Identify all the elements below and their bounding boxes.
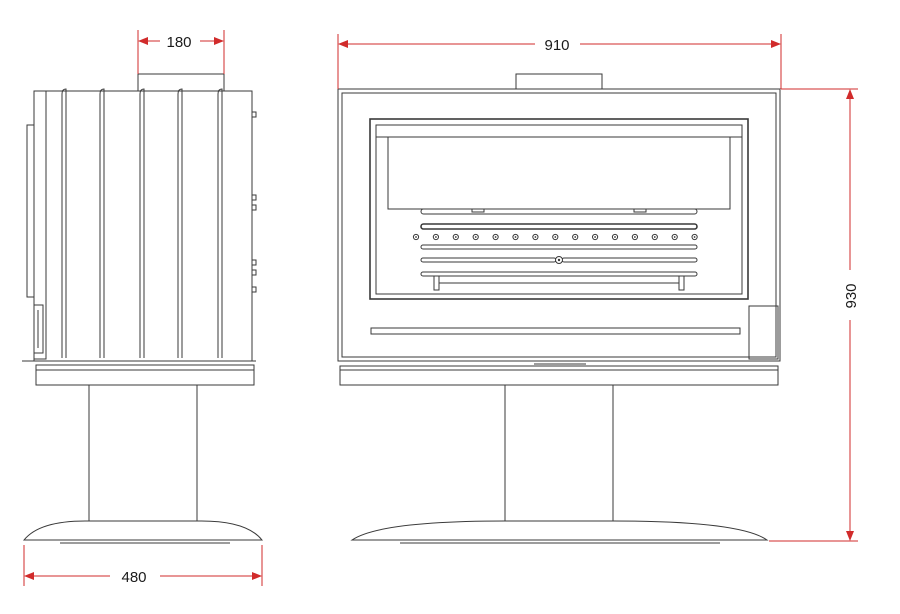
air-hole-center — [574, 236, 577, 238]
front-control-box — [748, 305, 779, 360]
side-door-glass-edge — [26, 124, 35, 298]
front-flue-collar — [515, 73, 603, 91]
front-view — [337, 73, 781, 544]
side-pedestal-foot — [22, 520, 264, 541]
side-door-handle — [33, 304, 44, 354]
air-hole-center — [435, 236, 437, 238]
air-hole-center — [474, 236, 477, 238]
front-base-plate — [339, 365, 779, 386]
side-base-plate — [35, 364, 255, 386]
air-hole-center — [494, 236, 497, 238]
side-rear-bolts — [251, 111, 257, 293]
dimension-930: 930 — [769, 88, 860, 542]
dimension-910: 910 — [337, 34, 782, 89]
air-hole-center — [634, 236, 636, 238]
front-ash-lip — [370, 327, 741, 335]
dimension-180-label: 180 — [166, 34, 191, 51]
front-pedestal-column — [504, 384, 614, 523]
air-hole-center — [614, 236, 616, 238]
air-hole-center — [673, 236, 676, 238]
dimension-180: 180 — [137, 30, 225, 74]
front-pedestal-foot — [350, 520, 769, 541]
side-ribs — [61, 88, 223, 358]
front-air-holes — [412, 233, 698, 241]
side-pedestal-column — [88, 384, 198, 523]
front-body — [337, 88, 781, 362]
front-grate — [420, 208, 698, 291]
side-body — [33, 90, 253, 362]
air-hole-center — [534, 236, 537, 238]
air-hole-center — [454, 236, 457, 238]
dimension-910-label: 910 — [544, 37, 569, 54]
side-view — [22, 73, 264, 544]
air-hole-center — [415, 236, 417, 238]
side-flue-collar — [137, 73, 225, 92]
air-hole-center — [693, 236, 696, 238]
air-hole-center — [594, 236, 596, 238]
dimension-480-label: 480 — [121, 569, 146, 586]
dimension-930-label: 930 — [843, 283, 860, 308]
air-hole-center — [514, 236, 517, 238]
dimension-480: 480 — [23, 545, 263, 586]
air-hole-center — [554, 236, 557, 238]
front-door-frame — [369, 118, 749, 300]
air-hole-center — [653, 236, 656, 238]
